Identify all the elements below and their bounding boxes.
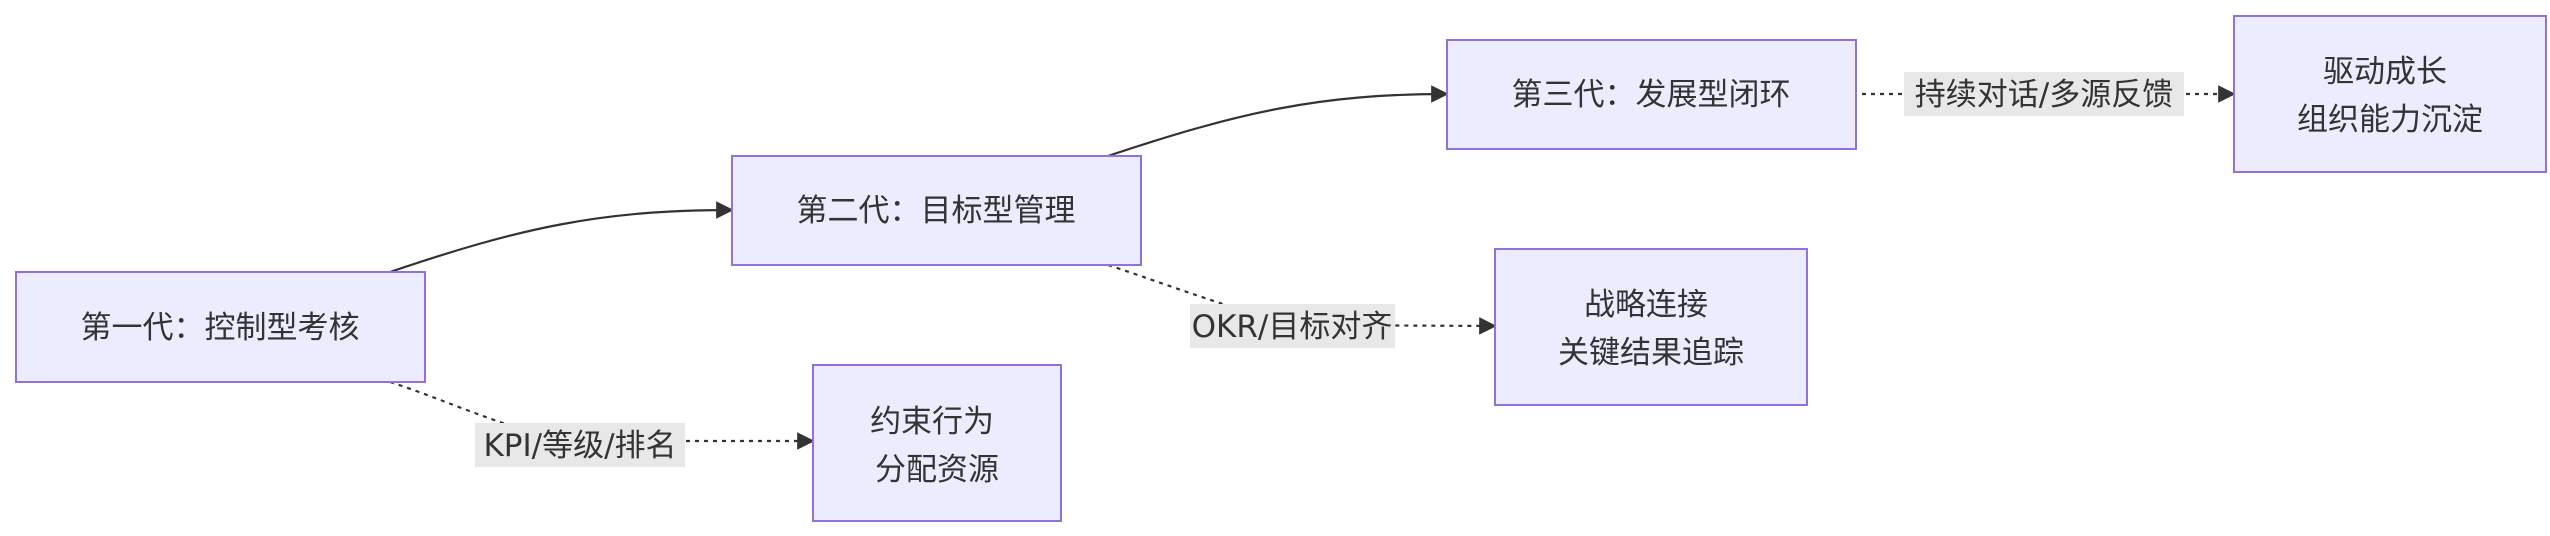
node-gen3[interactable]: 第三代：发展型闭环 bbox=[1446, 39, 1857, 150]
svg-text:驱动成长 组织能力沉淀: 驱动成长 组织能力沉淀 bbox=[2297, 54, 2483, 138]
node-gen1-line-1: 第一代：控制型考核 bbox=[81, 310, 360, 346]
node-out1-line-1: 约束行为 bbox=[870, 404, 994, 440]
edge-gen2-to-out2 bbox=[1107, 263, 1497, 335]
edge-label-kpi: KPI/等级/排名 bbox=[475, 423, 685, 467]
edge-label-dialogue: 持续对话/多源反馈 bbox=[1904, 72, 2184, 116]
node-out3[interactable]: 驱动成长 组织能力沉淀 bbox=[2233, 15, 2547, 173]
svg-text:约束行为 分配资源: 约束行为 分配资源 bbox=[870, 404, 1004, 488]
node-gen3-line-1: 第三代：发展型闭环 bbox=[1512, 77, 1791, 113]
node-out1-line-2: 分配资源 bbox=[875, 452, 999, 488]
node-gen1[interactable]: 第一代：控制型考核 bbox=[15, 271, 426, 383]
svg-text:战略连接 关键结果追踪: 战略连接 关键结果追踪 bbox=[1558, 287, 1744, 371]
edge-gen2-to-gen3 bbox=[1107, 85, 1449, 158]
node-out1[interactable]: 约束行为 分配资源 bbox=[812, 364, 1062, 522]
edge-gen1-to-gen2 bbox=[389, 201, 734, 274]
node-gen2-line-1: 第二代：目标型管理 bbox=[797, 193, 1076, 229]
svg-text:第三代：发展型闭环: 第三代：发展型闭环 bbox=[1512, 77, 1791, 113]
edge-label-kpi-text: KPI/等级/排名 bbox=[483, 428, 676, 464]
svg-text:第二代：目标型管理: 第二代：目标型管理 bbox=[797, 193, 1076, 229]
node-out3-line-2: 组织能力沉淀 bbox=[2297, 102, 2483, 138]
edge-label-okr: OKR/目标对齐 bbox=[1190, 304, 1395, 348]
edge-label-dialogue-text: 持续对话/多源反馈 bbox=[1915, 77, 2173, 113]
edge-label-okr-text: OKR/目标对齐 bbox=[1192, 309, 1393, 345]
svg-text:第一代：控制型考核: 第一代：控制型考核 bbox=[81, 310, 360, 346]
node-out3-line-1: 驱动成长 bbox=[2323, 54, 2447, 90]
node-out2-line-1: 战略连接 bbox=[1584, 287, 1708, 323]
node-gen2[interactable]: 第二代：目标型管理 bbox=[731, 155, 1142, 266]
node-out2[interactable]: 战略连接 关键结果追踪 bbox=[1494, 248, 1808, 406]
node-out2-line-2: 关键结果追踪 bbox=[1558, 335, 1744, 371]
